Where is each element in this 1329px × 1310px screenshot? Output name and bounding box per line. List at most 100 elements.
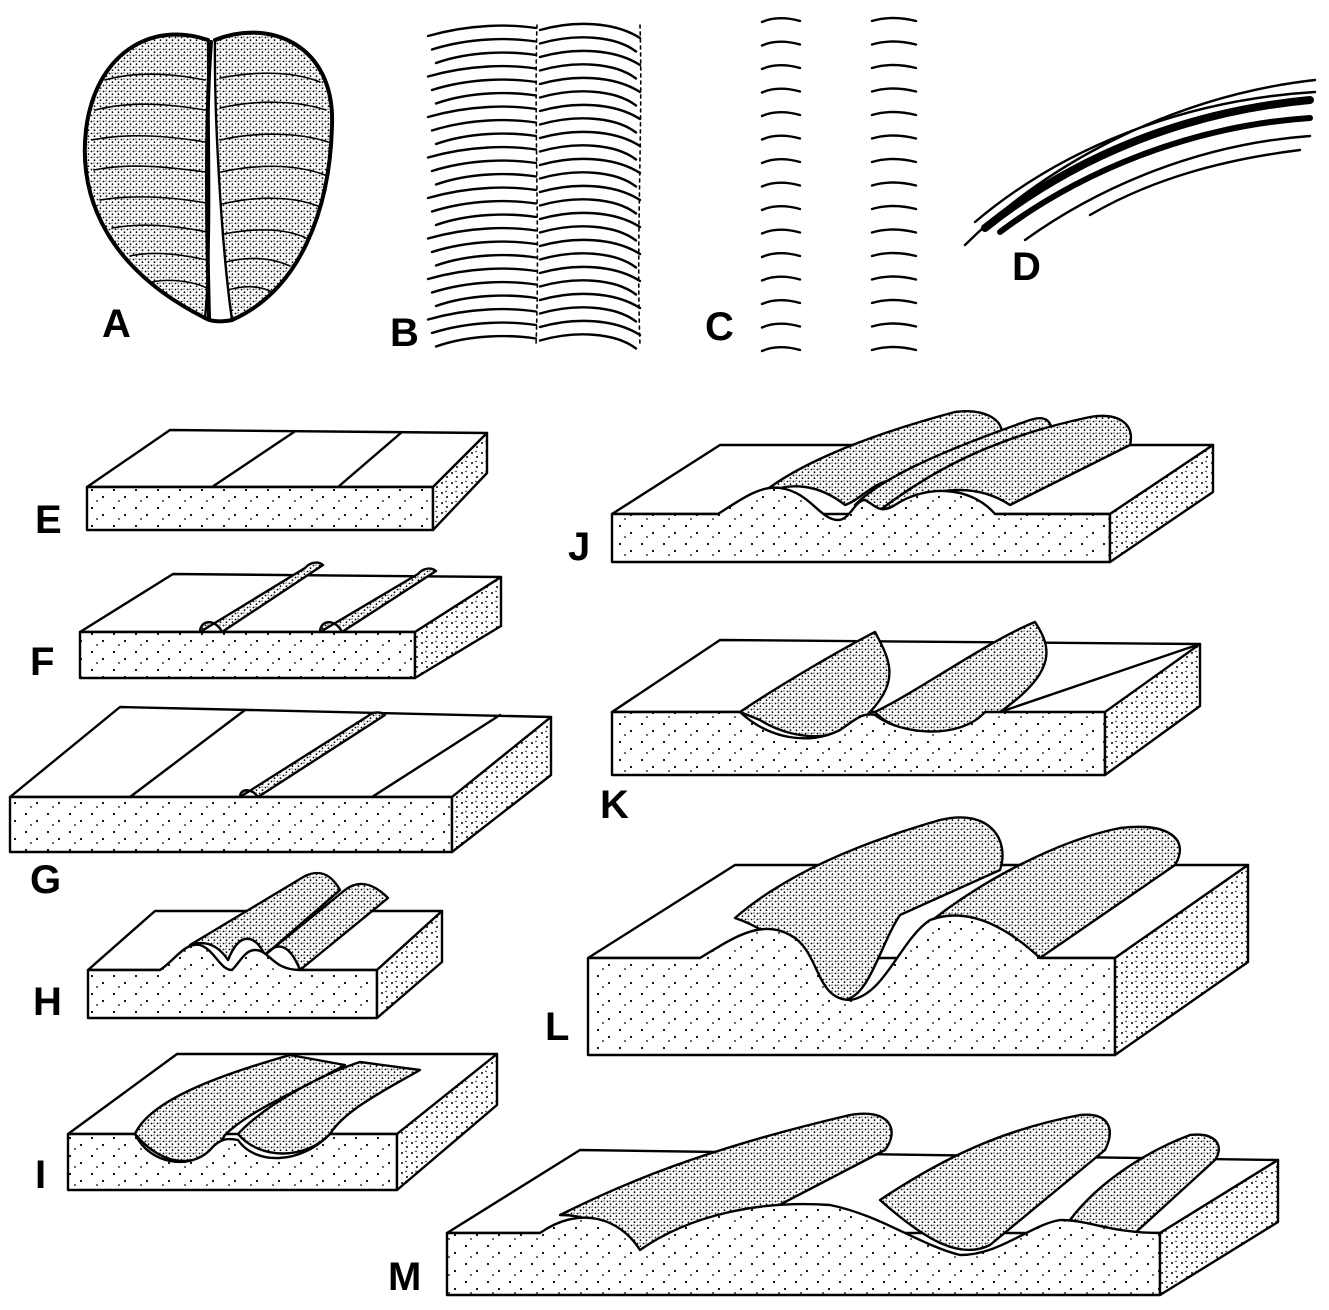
label-k: K	[600, 783, 629, 827]
label-l: L	[545, 1005, 569, 1049]
dash-mark-right	[872, 89, 916, 92]
ridge-line-right	[540, 78, 640, 92]
ridge-line-left	[428, 228, 536, 238]
dash-mark-left	[762, 65, 800, 69]
panel-d-curved-lines	[965, 80, 1315, 245]
ridge-line-right	[540, 334, 636, 348]
panel-f-block	[80, 563, 501, 678]
label-g: G	[30, 858, 61, 902]
dash-mark-left	[762, 277, 800, 281]
panel-j-block	[612, 411, 1213, 562]
dash-mark-left	[762, 230, 800, 234]
label-d: D	[1012, 245, 1041, 289]
ridge-line-left	[428, 147, 536, 157]
ridge-line-left	[436, 296, 536, 306]
label-a: A	[102, 302, 131, 346]
panel-g-block	[10, 707, 551, 852]
label-m: M	[388, 1255, 421, 1299]
dash-mark-right	[872, 18, 916, 21]
ridge-line-left	[428, 107, 536, 117]
dash-mark-right	[872, 277, 916, 280]
label-f: F	[30, 640, 54, 684]
ridge-line-right	[540, 186, 640, 200]
label-h: H	[33, 980, 62, 1024]
label-j: J	[568, 525, 590, 569]
ridge-line-right	[540, 199, 636, 213]
dash-mark-left	[762, 253, 800, 257]
ridge-line-right	[540, 240, 640, 254]
ridge-line-right	[540, 253, 636, 267]
panel-h-block	[88, 873, 442, 1018]
dash-mark-right	[872, 112, 916, 115]
dash-mark-right	[872, 206, 916, 209]
dash-mark-right	[872, 347, 916, 350]
panel-e-block	[87, 430, 487, 530]
ridge-line-right	[540, 105, 640, 119]
ridge-line-right	[540, 280, 636, 294]
dash-mark-left	[762, 206, 800, 210]
ridge-line-left	[428, 66, 536, 76]
ridge-line-left	[436, 336, 536, 346]
ridge-line-left	[432, 80, 536, 90]
panel-m-block	[447, 1114, 1278, 1295]
ridge-line-right	[540, 24, 640, 38]
panel-l-block	[588, 817, 1248, 1055]
dash-mark-left	[762, 136, 800, 140]
dash-mark-right	[872, 65, 916, 68]
ridge-line-right	[540, 51, 640, 65]
ridge-line-right	[540, 64, 636, 78]
dash-mark-right	[872, 136, 916, 139]
ridge-line-right	[540, 118, 636, 132]
ridge-line-left	[428, 309, 536, 319]
ridge-line-right	[540, 37, 636, 51]
panel-b-ridge-pattern	[428, 24, 641, 349]
ridge-line-left	[436, 255, 536, 265]
dash-mark-left	[762, 159, 800, 163]
dash-mark-right	[872, 324, 916, 327]
ridge-line-right	[540, 145, 636, 159]
ridge-line-right	[540, 132, 640, 146]
panel-i-block	[68, 1054, 497, 1190]
ridge-line-left	[432, 323, 536, 333]
ridge-line-right	[540, 226, 636, 240]
ridge-line-left	[436, 134, 536, 144]
ridge-line-right	[540, 307, 636, 321]
dash-mark-right	[872, 183, 916, 186]
ridge-line-left	[432, 242, 536, 252]
ridge-line-left	[436, 53, 536, 63]
dash-mark-left	[762, 183, 800, 187]
ridge-line-left	[436, 215, 536, 225]
ridge-line-left	[436, 174, 536, 184]
panel-k-block	[612, 622, 1200, 775]
dash-mark-right	[872, 42, 916, 45]
ridge-line-left	[432, 39, 536, 49]
ridge-line-left	[432, 201, 536, 211]
dash-mark-left	[762, 324, 800, 328]
dash-mark-right	[872, 300, 916, 303]
ridge-line-left	[436, 93, 536, 103]
ridge-line-left	[432, 282, 536, 292]
ridge-line-left	[432, 161, 536, 171]
dash-mark-left	[762, 89, 800, 93]
ridge-line-right	[540, 321, 640, 335]
ridge-line-left	[428, 269, 536, 279]
dash-mark-left	[762, 42, 800, 46]
ridge-line-left	[432, 120, 536, 130]
dash-mark-left	[762, 112, 800, 116]
ridge-line-right	[540, 172, 636, 186]
ridge-line-right	[540, 159, 640, 173]
dash-mark-left	[762, 347, 800, 351]
ridge-line-left	[428, 26, 536, 36]
ridge-line-right	[540, 294, 640, 308]
dash-mark-right	[872, 253, 916, 256]
label-b: B	[390, 311, 419, 355]
panel-c-dash-pattern	[762, 18, 916, 351]
dash-mark-left	[762, 300, 800, 304]
dash-mark-right	[872, 230, 916, 233]
ridge-line-right	[540, 213, 640, 227]
ridge-line-left	[428, 188, 536, 198]
ridge-line-right	[540, 91, 636, 105]
label-e: E	[35, 498, 62, 542]
panel-a-specimen	[85, 33, 332, 322]
